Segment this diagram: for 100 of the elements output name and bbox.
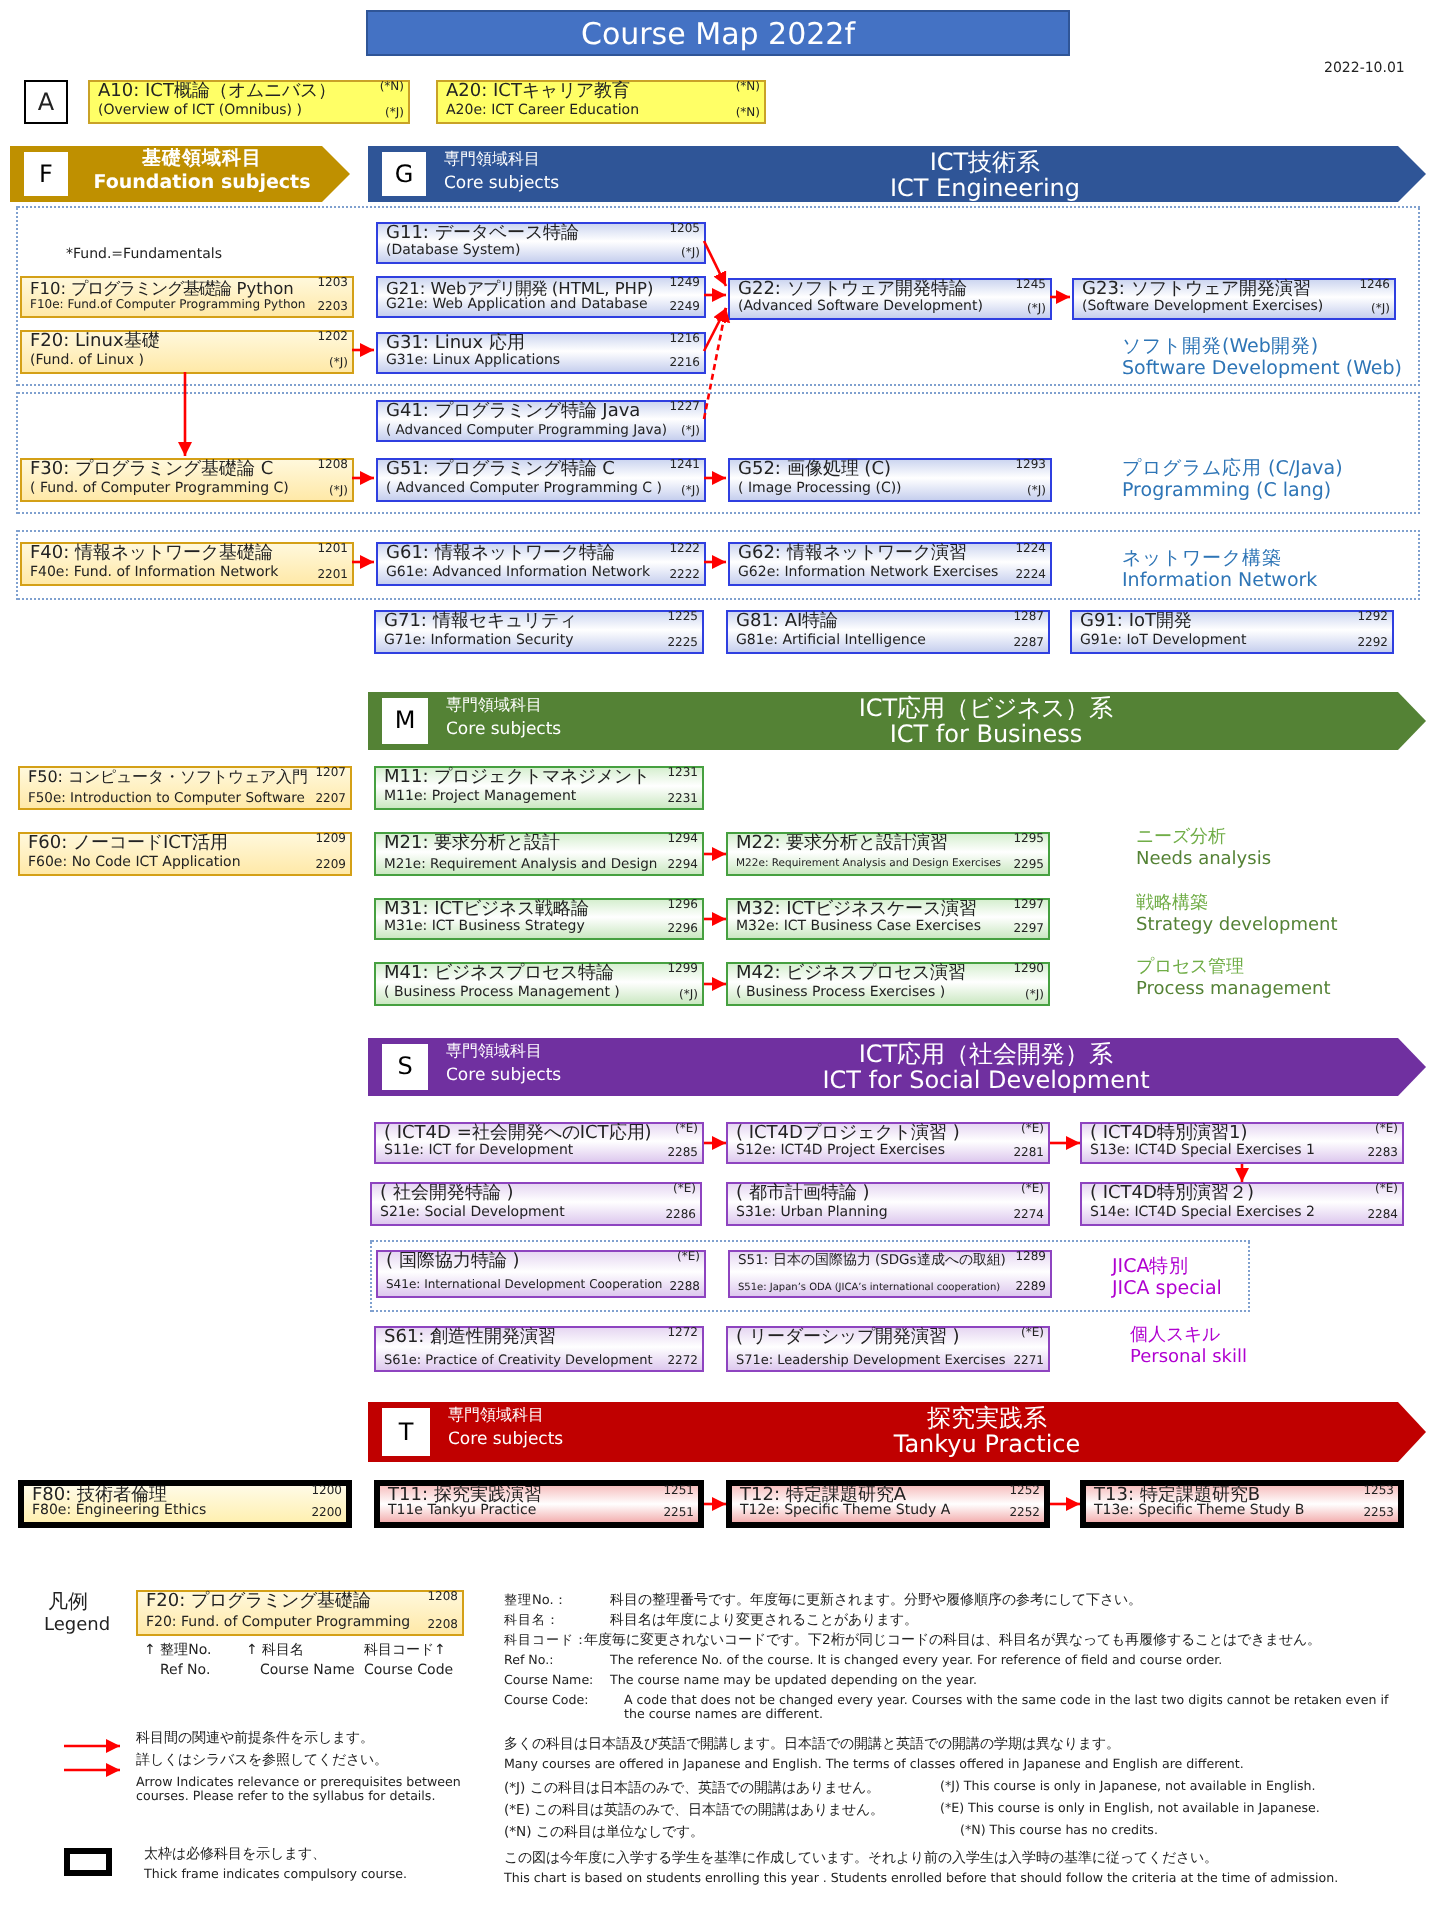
group-label: Programming (C lang) (1122, 482, 1332, 503)
course-name: F50: コンピュータ・ソフトウェア入門 (28, 770, 309, 788)
course-box (88, 80, 410, 124)
section-letter: M (382, 698, 428, 744)
course-name: M42: ビジネスプロセス演習 (736, 966, 967, 985)
course-name: T12: 特定課題研究A (740, 1488, 906, 1506)
course-box (726, 610, 1050, 654)
course-name: M22: 要求分析と設計演習 (736, 836, 949, 856)
banner-heading: ICT技術系 (927, 150, 1043, 177)
row-label: ニーズ分析 (1136, 830, 1226, 850)
section-letter: F (24, 152, 68, 196)
arrow (704, 977, 726, 991)
course-box (376, 332, 706, 374)
course-name: G23: ソフトウェア開発演習 (1082, 282, 1311, 300)
course-box (374, 832, 704, 876)
arrow (1050, 1497, 1080, 1511)
course-box (1080, 1122, 1404, 1164)
course-name: F30: プログラミング基礎論 C (30, 462, 274, 481)
group-frame (16, 530, 1420, 600)
row-label: Needs analysis (1136, 852, 1272, 872)
course-box (726, 1480, 1050, 1528)
course-name: F80: 技術者倫理 (32, 1488, 168, 1506)
course-box (20, 330, 354, 374)
banner-subheading: Core subjects (444, 176, 560, 195)
course-name: M31: ICTビジネス戦略論 (384, 902, 590, 920)
course-box (20, 276, 354, 318)
banner-subheading: Core subjects (446, 722, 562, 741)
section-letter: S (382, 1044, 428, 1090)
banner-heading: 基礎領域科目 (140, 150, 264, 171)
course-box (726, 898, 1050, 940)
course-box (18, 832, 352, 876)
section-letter: A (35, 90, 57, 117)
course-name: G11: データベース特論 (386, 226, 579, 244)
course-name: A20: ICTキャリア教育 (446, 84, 630, 103)
course-box (436, 80, 766, 124)
course-box (728, 1250, 1052, 1298)
arrow (704, 471, 726, 485)
arrow (1050, 1136, 1080, 1150)
course-box (376, 400, 706, 442)
course-box (374, 1480, 704, 1528)
course-name: G51: プログラミング特論 C (386, 462, 615, 481)
legend-heading: Legend (44, 1618, 111, 1638)
course-box (1080, 1480, 1404, 1528)
group-label: JICA特別 (1112, 1258, 1190, 1279)
course-name: G41: プログラミング特論 Java (386, 404, 641, 423)
category-banner (368, 1402, 1426, 1462)
banner-heading: ICT for Business (887, 722, 1085, 749)
course-name: G61: 情報ネットワーク特論 (386, 546, 615, 565)
course-name: ( ICT4D特別演習1) (1090, 1126, 1248, 1144)
course-name: G71: 情報セキュリティ (384, 614, 577, 633)
course-box (374, 766, 704, 810)
course-box (376, 542, 706, 586)
arrow (704, 288, 726, 302)
course-name: F60: ノーコードICT活用 (28, 836, 228, 855)
course-name: G22: ソフトウェア開発特論 (738, 282, 967, 300)
course-box (374, 1122, 704, 1164)
course-name: G91: IoT開発 (1080, 614, 1192, 633)
course-box (1080, 1182, 1404, 1226)
row-label: プロセス管理 (1136, 960, 1244, 980)
course-box (726, 962, 1050, 1006)
course-name: M41: ビジネスプロセス特論 (384, 966, 615, 985)
category-banner (10, 146, 350, 202)
course-name: G31: Linux 応用 (386, 336, 525, 354)
course-name: G52: 画像処理 (C) (738, 462, 891, 481)
course-name: F10: プログラミング基礎論 Python (30, 280, 294, 299)
arrow (352, 343, 374, 357)
banner-heading: ICT for Social Development (820, 1068, 1152, 1095)
course-box (1070, 610, 1394, 654)
group-frame (16, 206, 1420, 386)
group-frame (16, 392, 1420, 514)
course-box (376, 1250, 706, 1298)
section-letter: G (382, 152, 426, 196)
group-label: Information Network (1122, 572, 1318, 593)
course-name: T11: 探究実践演習 (388, 1488, 542, 1506)
banner-subheading: 専門領域科目 (446, 698, 542, 716)
banner-subheading: Core subjects (448, 1432, 564, 1451)
row-label: 戦略構築 (1136, 896, 1208, 916)
category-banner (368, 692, 1426, 750)
arrow (704, 1136, 726, 1150)
banner-heading: ICT応用（ビジネス）系 (856, 696, 1116, 723)
course-name: ( 国際協力特論 ) (386, 1254, 520, 1274)
course-name: ( 都市計画特論 ) (736, 1186, 870, 1205)
banner-heading: Foundation subjects (91, 174, 313, 195)
banner-heading: ICT Engineering (887, 176, 1083, 203)
course-box (374, 1326, 704, 1372)
course-name: G81: AI特論 (736, 614, 839, 633)
category-banner (368, 146, 1426, 202)
course-name: G62: 情報ネットワーク演習 (738, 546, 967, 565)
course-box (376, 222, 706, 264)
course-name: S61: 創造性開発演習 (384, 1330, 557, 1350)
banner-heading: Tankyu Practice (891, 1432, 1083, 1459)
arrow (704, 1497, 726, 1511)
course-box (726, 832, 1050, 876)
course-name: F20: プログラミング基礎論 (146, 1594, 372, 1614)
course-name: ( リーダーシップ開発演習 ) (736, 1330, 960, 1350)
banner-heading: ICT応用（社会開発）系 (856, 1042, 1116, 1069)
course-box (374, 962, 704, 1006)
section-letter: T (382, 1408, 430, 1456)
arrow (178, 372, 192, 456)
course-box (136, 1590, 464, 1636)
